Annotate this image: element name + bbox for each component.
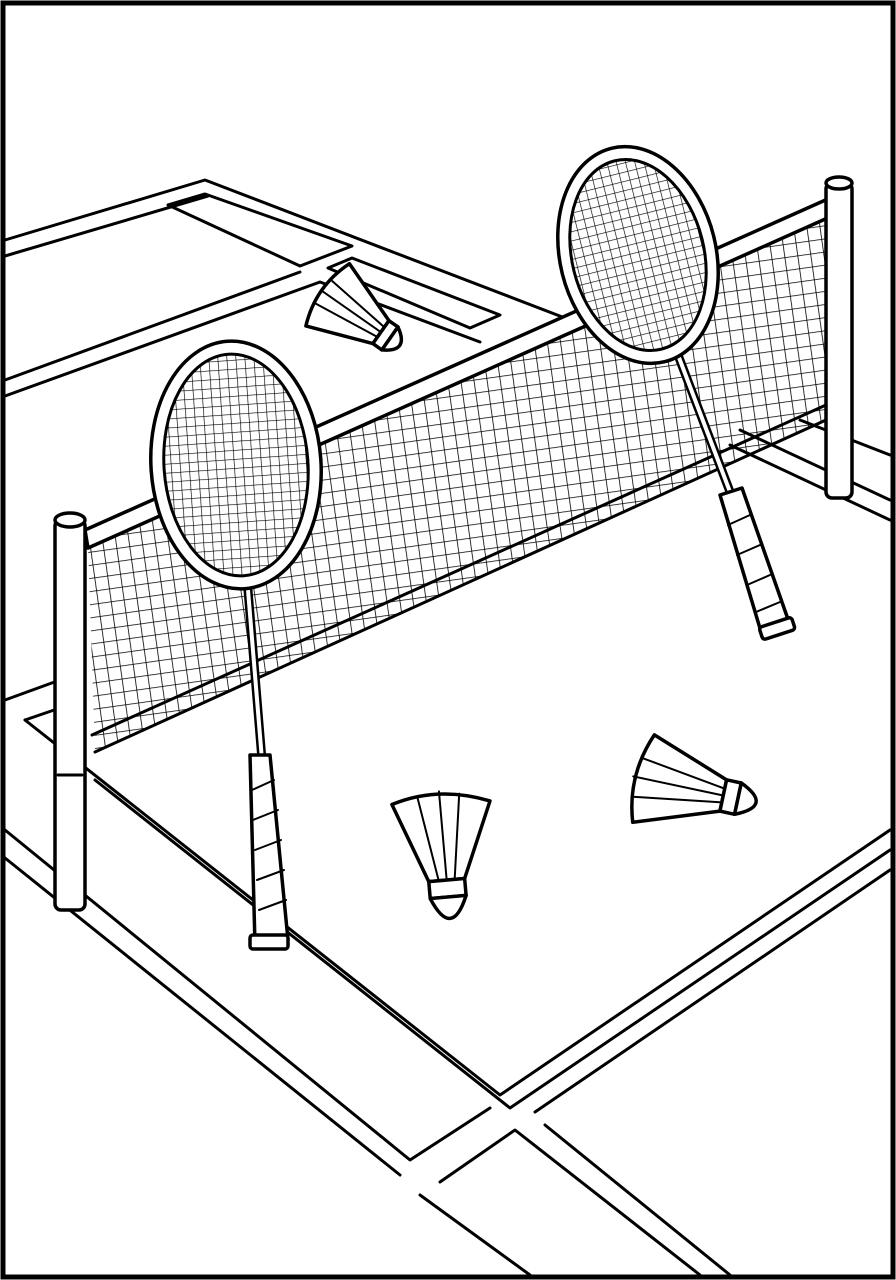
net-post-left — [53, 511, 87, 912]
racket-left — [149, 339, 323, 951]
net-post-right — [824, 175, 854, 500]
racket-right — [556, 144, 797, 641]
shuttlecock-center — [390, 790, 492, 921]
shuttlecock-right — [630, 733, 758, 825]
shuttlecock-back — [304, 261, 404, 352]
